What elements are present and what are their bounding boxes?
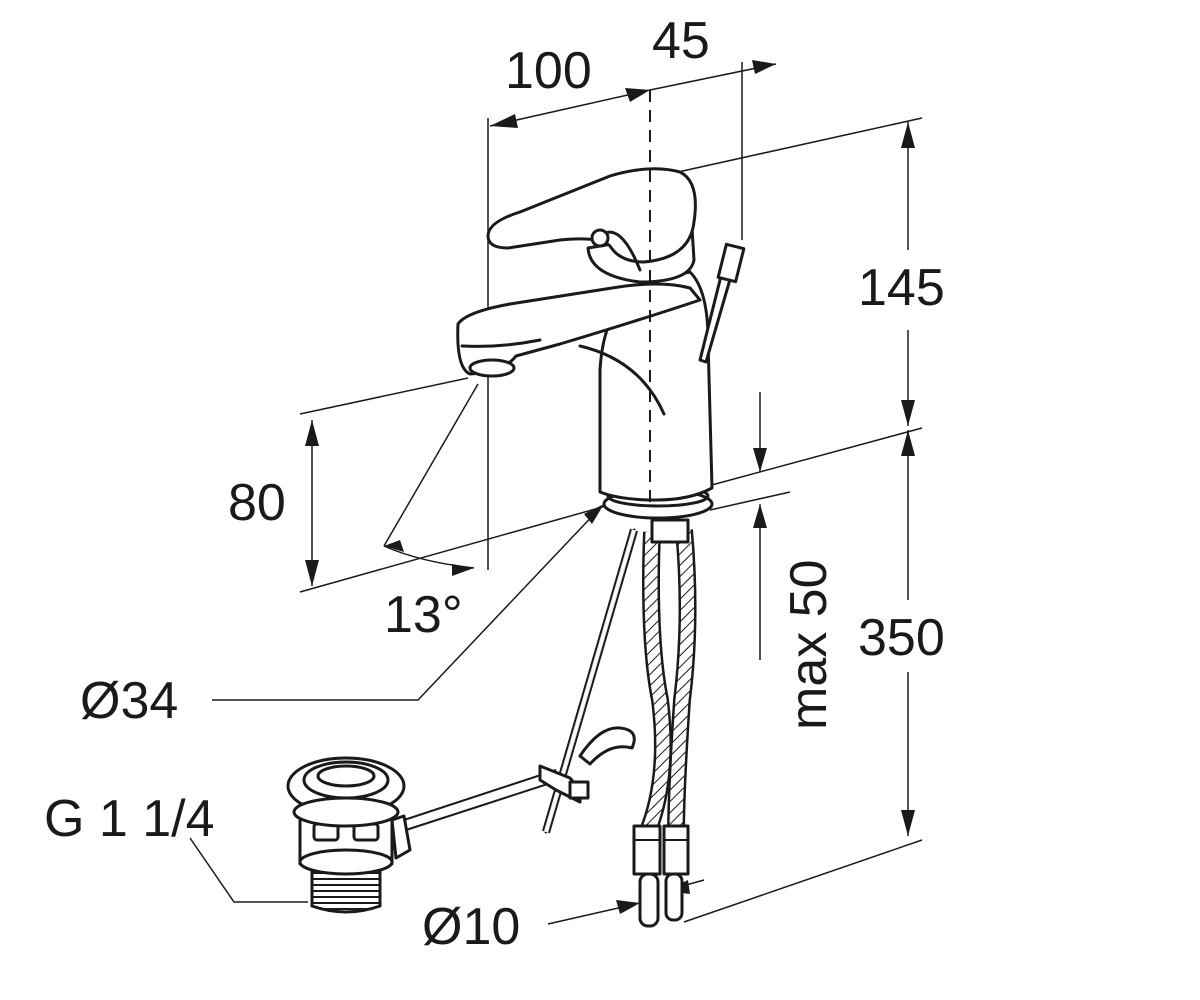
waste-thread-label: G 1 1/4 (44, 790, 215, 848)
deck-thickness-label: max 50 (780, 559, 838, 730)
dimension-deck-thickness: max 50 (709, 392, 838, 730)
hose-diameter-label: Ø10 (422, 898, 520, 956)
body-height-label: 145 (858, 259, 945, 317)
leader-base-diameter: Ø34 (80, 504, 604, 730)
popup-waste (286, 756, 412, 914)
lift-rod-linkage (403, 528, 638, 834)
spout-height-label: 80 (228, 474, 286, 532)
popup-rod (698, 242, 746, 364)
handle-offset-label: 45 (652, 12, 710, 70)
spout-reach-label: 100 (505, 42, 592, 100)
supply-hoses (632, 518, 697, 928)
leader-waste-thread: G 1 1/4 (44, 790, 308, 903)
dimension-spout-angle: 13° (383, 383, 479, 644)
faucet-body (456, 167, 714, 520)
dimension-body-height: 145 (659, 117, 945, 487)
base-diameter-label: Ø34 (80, 672, 178, 730)
dimension-spout-height: 80 (228, 377, 607, 593)
hose-length-label: 350 (858, 609, 945, 667)
dimension-spout-reach: 100 (487, 42, 651, 570)
leader-hose-diameter: Ø10 (422, 879, 705, 956)
dimension-handle-offset: 45 (649, 12, 777, 240)
dimension-hose-length: 350 (683, 430, 945, 923)
spout-angle-label: 13° (384, 586, 463, 644)
